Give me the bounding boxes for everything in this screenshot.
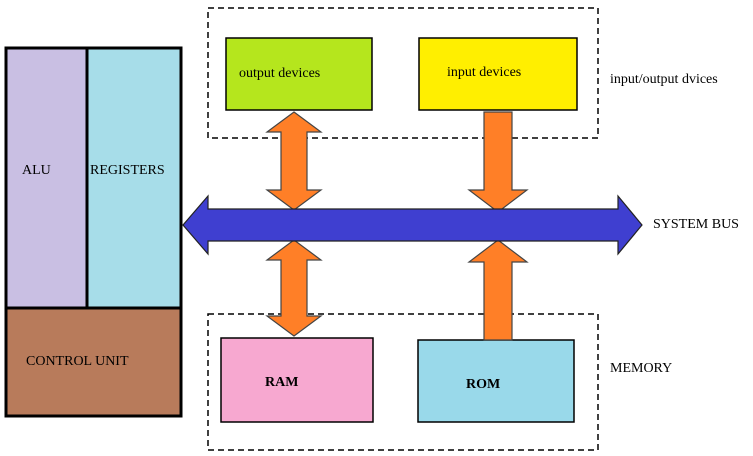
system-bus-arrow xyxy=(182,194,643,256)
input-devices-block xyxy=(418,37,578,111)
rom-label: ROM xyxy=(466,377,501,392)
system-bus-label: SYSTEM BUS xyxy=(653,217,739,232)
control-unit-label: CONTROL UNIT xyxy=(26,354,129,369)
memory-group-box xyxy=(207,313,599,451)
io-group-box xyxy=(207,7,599,139)
rom-block xyxy=(417,339,575,423)
rom-bus-arrow xyxy=(467,239,529,341)
registers-label: REGISTERS xyxy=(90,163,165,178)
control-unit-block xyxy=(4,306,183,418)
input-bus-arrow xyxy=(467,111,529,213)
alu-label: ALU xyxy=(22,163,51,178)
memory-group-label: MEMORY xyxy=(610,361,673,376)
output-devices-block xyxy=(225,37,373,111)
alu-block xyxy=(4,46,89,310)
output-bus-arrow xyxy=(265,111,323,211)
registers-block xyxy=(85,46,183,310)
ram-label: RAM xyxy=(265,375,299,390)
ram-bus-arrow xyxy=(265,239,323,337)
input-devices-label: input devices xyxy=(447,65,522,80)
output-devices-label: output devices xyxy=(239,66,321,81)
io-group-label: input/output dvices xyxy=(610,72,718,87)
ram-block xyxy=(220,337,374,423)
